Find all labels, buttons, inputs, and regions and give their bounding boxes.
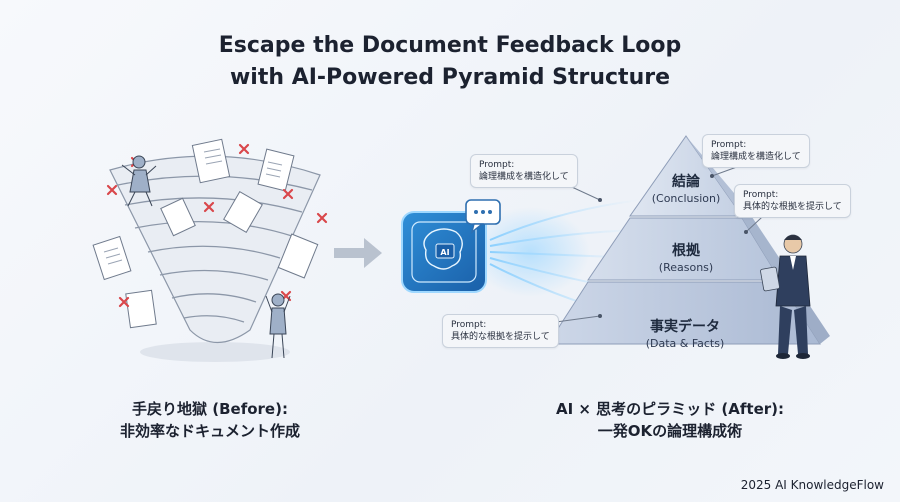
after-caption-line-1: AI × 思考のピラミッド (After): xyxy=(555,400,784,418)
prompt-text: 具体的な根拠を提示して xyxy=(451,332,550,342)
prompt-callout: Prompt: 具体的な根拠を提示して xyxy=(734,184,851,218)
prompt-label: Prompt: xyxy=(451,320,487,330)
prompt-callout: Prompt: 論理構成を構造化して xyxy=(470,154,578,188)
footer-credit: 2025 AI KnowledgeFlow xyxy=(740,478,884,492)
tier-reasons-subtitle: (Reasons) xyxy=(658,261,714,274)
ai-label: AI xyxy=(440,248,449,257)
tier-conclusion-title: 結論 xyxy=(672,174,700,190)
before-caption-line-1: 手戻り地獄 (Before): xyxy=(132,400,288,418)
after-caption-line-2: 一発OKの論理構成術 xyxy=(597,422,743,440)
page-title: Escape the Document Feedback Loop with A… xyxy=(0,30,900,94)
before-caption-line-2: 非効率なドキュメント作成 xyxy=(119,422,300,440)
title-line-1: Escape the Document Feedback Loop xyxy=(218,33,682,58)
transition-arrow xyxy=(334,238,382,268)
prompt-callout: Prompt: 論理構成を構造化して xyxy=(702,134,810,168)
prompt-text: 論理構成を構造化して xyxy=(711,152,801,162)
prompt-label: Prompt: xyxy=(711,140,747,150)
prompt-callout: Prompt: 具体的な根拠を提示して xyxy=(442,314,559,348)
pyramid-tier-data: 事実データ (Data & Facts) xyxy=(612,318,758,351)
prompt-text: 論理構成を構造化して xyxy=(479,172,569,182)
tier-data-title: 事実データ xyxy=(650,319,720,335)
pyramid-tier-reasons: 根拠 (Reasons) xyxy=(626,242,746,275)
pyramid-tier-conclusion: 結論 (Conclusion) xyxy=(636,173,736,206)
title-line-2: with AI-Powered Pyramid Structure xyxy=(229,65,670,90)
before-caption: 手戻り地獄 (Before): 非効率なドキュメント作成 xyxy=(70,398,350,442)
pyramid-diagram xyxy=(547,135,830,345)
tier-reasons-title: 根拠 xyxy=(672,243,700,259)
after-caption: AI × 思考のピラミッド (After): 一発OKの論理構成術 xyxy=(520,398,820,442)
prompt-label: Prompt: xyxy=(479,160,515,170)
chat-bubble-icon xyxy=(465,199,501,234)
ai-chip-icon: AI xyxy=(401,211,487,293)
tornado-illustration xyxy=(92,138,328,362)
prompt-label: Prompt: xyxy=(743,190,779,200)
businessman-figure xyxy=(760,234,811,359)
prompt-text: 具体的な根拠を提示して xyxy=(743,202,842,212)
tier-data-subtitle: (Data & Facts) xyxy=(645,337,725,350)
tier-conclusion-subtitle: (Conclusion) xyxy=(651,192,721,205)
